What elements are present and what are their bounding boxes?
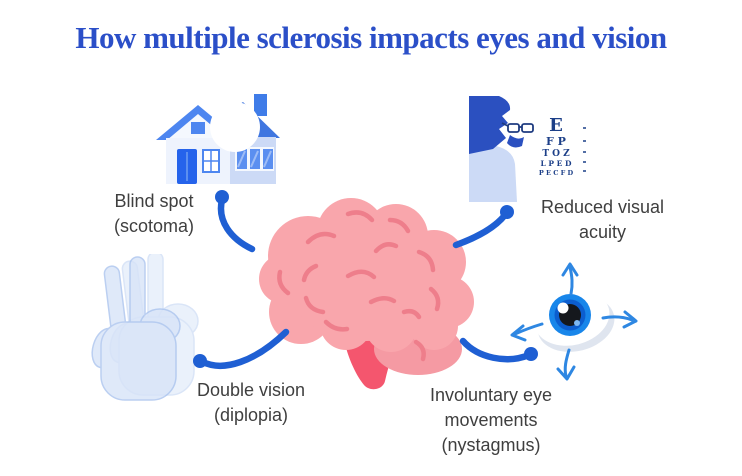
hand	[91, 256, 181, 401]
cerebrum	[259, 198, 474, 352]
label-blind-spot: Blind spot (scotoma)	[88, 189, 220, 239]
brain-folds	[277, 210, 441, 362]
person-shoulder	[469, 146, 517, 202]
chart-row: L P E D	[541, 159, 572, 168]
label-line: movements	[444, 410, 538, 430]
chart-row: F P	[546, 135, 566, 148]
page-title: How multiple sclerosis impacts eyes and …	[75, 20, 667, 55]
chart-row: E	[549, 115, 563, 136]
label-line: Blind spot	[114, 191, 194, 211]
arrow-right-icon	[601, 310, 638, 329]
person-head	[469, 96, 511, 154]
gable-window	[191, 122, 205, 134]
label-involuntary-eye-movements: Involuntary eye movements (nystagmus)	[418, 383, 564, 458]
eye-movement-icon	[510, 262, 638, 381]
brain-icon	[259, 198, 474, 390]
label-double-vision: Double vision (diplopia)	[184, 378, 318, 428]
eye-chart-icon: E F P T O Z L P E D P E C F D	[469, 96, 586, 202]
arrow-down-icon	[556, 348, 576, 381]
snellen-chart: E F P T O Z L P E D P E C F D	[539, 115, 574, 177]
label-line: acuity	[578, 222, 627, 242]
double-vision-hand-icon	[91, 254, 199, 401]
label-line: Involuntary eye	[429, 385, 553, 405]
label-reduced-visual-acuity: Reduced visual acuity	[530, 195, 675, 245]
arrow-up-icon	[561, 262, 579, 296]
eye-glint	[574, 320, 580, 326]
chimney	[254, 94, 267, 116]
chart-row: T O Z	[542, 149, 570, 159]
label-line: Reduced visual	[540, 197, 665, 217]
label-line: (diplopia)	[213, 405, 289, 425]
chart-row-marks	[583, 127, 586, 172]
label-line: (nystagmus)	[441, 435, 541, 455]
glasses	[501, 122, 534, 133]
label-line: Double vision	[196, 380, 306, 400]
movement-arrows	[510, 262, 638, 381]
eye-highlight	[557, 302, 569, 314]
house-blind-spot-icon	[156, 94, 280, 184]
connector-blind-spot	[215, 190, 256, 253]
label-line: (scotoma)	[113, 216, 194, 236]
person-hand	[507, 135, 524, 148]
blind-spot-circle	[210, 102, 260, 152]
chart-row: P E C F D	[539, 169, 574, 177]
